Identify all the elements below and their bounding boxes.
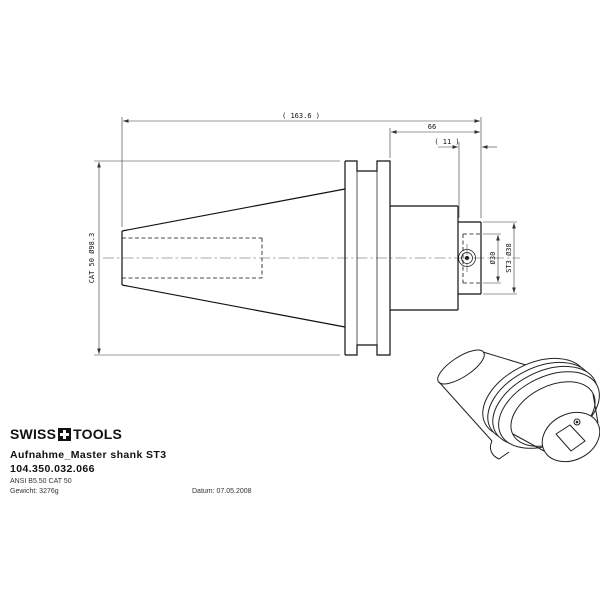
iso-cone-bottom-edge	[438, 381, 493, 442]
standard-designation: ANSI B5.50 CAT 50	[10, 478, 72, 485]
product-name: Aufnahme_Master shank ST3	[10, 449, 167, 461]
article-number: 104.350.032.066	[10, 463, 95, 475]
date-label: Datum: 07.05.2008	[192, 488, 252, 495]
isometric-view	[437, 349, 600, 463]
dim-text-total-length: ( 163.6 )	[282, 112, 320, 120]
dim-text-cylinder-length: 66	[428, 123, 436, 131]
iso-cone-small-end	[437, 349, 485, 385]
swiss-cross-icon	[58, 427, 72, 441]
weight-label: Gewicht: 3276g	[10, 488, 59, 495]
flange-groove-edges	[356, 171, 378, 345]
iso-drive-slot	[489, 440, 510, 460]
flange-outline	[344, 160, 391, 356]
hidden-square-hole	[462, 233, 480, 284]
iso-screw-hole	[573, 418, 581, 426]
cone-bottom-edge	[121, 284, 346, 328]
brand-logo: SWISS TOOLS	[10, 426, 390, 442]
dim-text-nose-diameter: ST3 Ø38	[505, 243, 513, 273]
iso-screw-dot	[575, 420, 579, 424]
cylinder-body	[390, 205, 458, 311]
weight-date-row: Gewicht: 3276g Datum: 07.05.2008	[10, 488, 390, 497]
brand-suffix: TOOLS	[73, 426, 123, 442]
dim-text-bore-diameter: Ø30	[489, 252, 497, 265]
dimensions: ( 163.6 ) 66 ( 11 ) CAT 50 Ø98.3 Ø30 ST3…	[88, 112, 517, 356]
nose-outline	[458, 221, 482, 295]
main-side-view	[103, 160, 520, 356]
dim-text-flange-diameter: CAT 50 Ø98.3	[88, 233, 96, 284]
dim-text-nose-length: ( 11 )	[434, 138, 459, 146]
iso-nose-silhouette	[512, 393, 599, 452]
hidden-thread-bore	[122, 237, 263, 279]
extension-lines	[94, 117, 517, 356]
cone-top-edge	[121, 188, 346, 232]
title-block: SWISS TOOLS Aufnahme_Master shank ST3 10…	[10, 426, 390, 497]
iso-square-hole	[555, 424, 586, 452]
brand-prefix: SWISS	[10, 426, 57, 442]
